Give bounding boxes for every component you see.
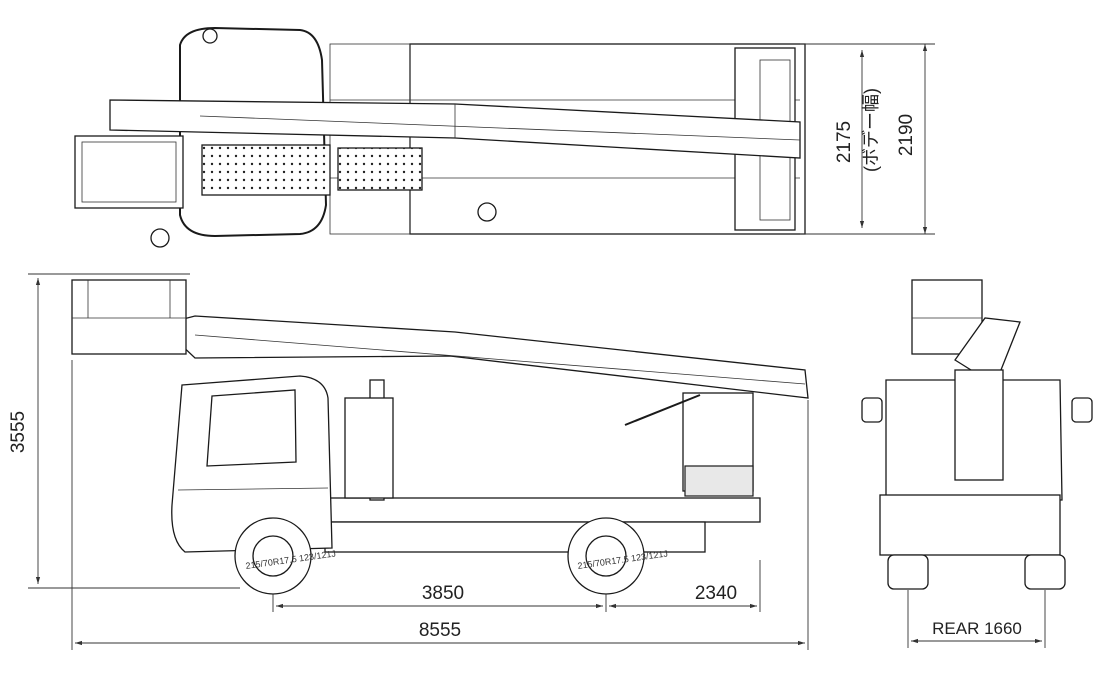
rear-mirror-left [861,397,883,423]
side-cab-window [206,389,297,467]
dim-width-2175: 2175 [834,121,855,163]
dim-height-3555: 3555 [8,411,29,453]
dim-wheelbase-3850: 3850 [422,583,464,604]
top-view [74,26,935,248]
rear-mirror-right [1071,397,1093,423]
side-basket [71,279,187,355]
dim-rear-track-1660: REAR 1660 [932,619,1022,638]
dim-rear-overhang-2340: 2340 [695,583,737,604]
rear-bumper [879,494,1061,556]
top-deck-hole [477,202,497,222]
top-basket [74,135,184,209]
side-chassis-frame [324,497,761,523]
rear-view [861,279,1093,648]
dim-body-width-label: (ボデー幅) [861,88,881,172]
dim-width-2190: 2190 [896,114,917,156]
rear-wheel-right [1024,554,1066,590]
dim-overall-length-8555: 8555 [419,620,461,641]
rear-wheel-left [887,554,929,590]
side-boom [158,315,809,399]
rear-turret [954,369,1004,481]
side-view [28,273,809,650]
top-cab [179,26,328,238]
